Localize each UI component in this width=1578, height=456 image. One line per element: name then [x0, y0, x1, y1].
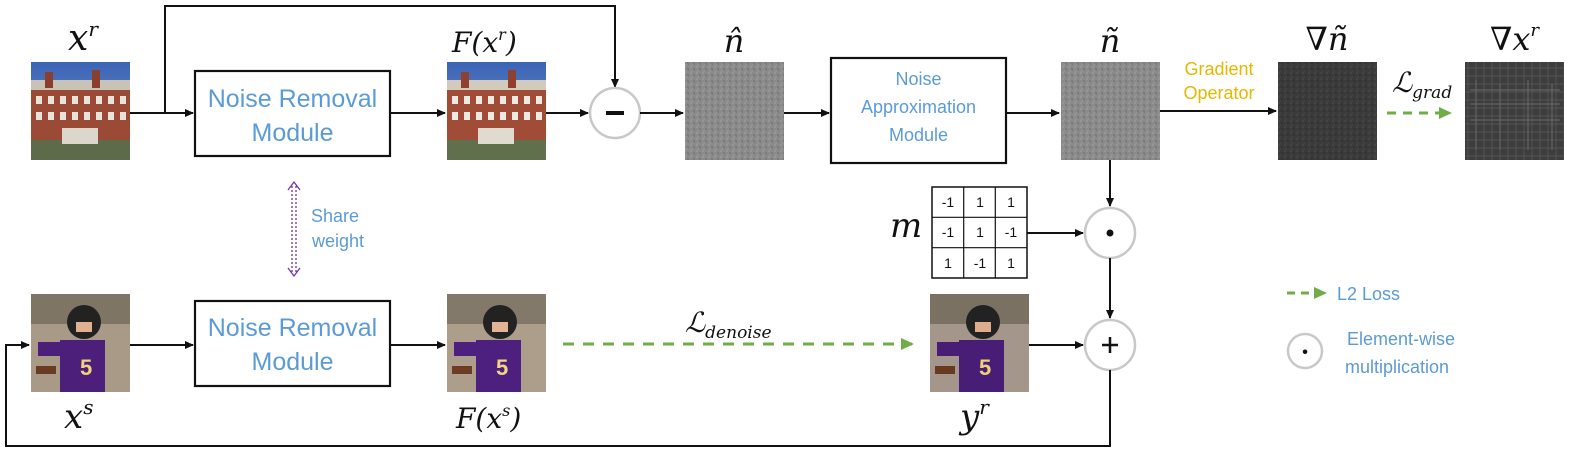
label-m: m	[890, 206, 922, 246]
mask-cell: -1	[974, 255, 987, 271]
svg-text:5: 5	[80, 355, 92, 380]
mask-cell: 1	[944, 255, 952, 271]
subtract-icon	[606, 111, 624, 115]
noise-removal-top-line2: Module	[252, 119, 334, 147]
gradient-operator-line1: Gradient	[1184, 59, 1253, 79]
noise-removal-module-bottom	[193, 299, 392, 388]
loss-denoise-label: ℒdenoise	[685, 306, 772, 343]
add-icon	[1102, 337, 1118, 353]
image-building-denoised	[447, 62, 546, 160]
image-grad-noise	[1278, 62, 1377, 160]
label-x-r: xr	[68, 17, 99, 59]
mask-cell: 1	[976, 194, 984, 210]
mask-cell: -1	[942, 194, 955, 210]
noise-removal-top-line1: Noise Removal	[208, 85, 378, 113]
label-n-hat: n̂	[724, 22, 745, 60]
gradient-operator-line2: Operator	[1183, 83, 1254, 103]
legend-multiply-circle	[1286, 332, 1324, 370]
legend-elementwise-line2: multiplication	[1345, 357, 1449, 377]
share-weight-arrowhead-up	[287, 181, 301, 191]
svg-text:5: 5	[979, 355, 991, 380]
image-football-noisy: 5	[930, 294, 1029, 392]
mask-cell: -1	[942, 224, 955, 240]
image-grad-building	[1465, 62, 1564, 160]
image-football-source: 5	[31, 294, 130, 392]
noise-approx-line2: Approximation	[861, 97, 976, 117]
mask-cell: -1	[1005, 224, 1018, 240]
multiply-icon	[1106, 229, 1114, 237]
label-n-tilde: ñ	[1100, 22, 1121, 60]
arrow-loop-add-to-xs	[5, 341, 1111, 447]
mask-cell: 1	[1007, 194, 1015, 210]
share-weight-line2: weight	[311, 231, 364, 251]
image-building-input	[31, 62, 130, 160]
label-F-x-s: F(xs)	[455, 401, 521, 435]
legend-elementwise-line1: Element-wise	[1347, 329, 1455, 349]
image-football-denoised: 5	[447, 294, 546, 392]
share-weight-arrowhead-down	[287, 267, 301, 277]
svg-text:5: 5	[496, 355, 508, 380]
label-x-s: xs	[64, 395, 93, 437]
legend-l2-loss: L2 Loss	[1337, 284, 1400, 304]
legend-multiply-icon: •	[1302, 344, 1308, 361]
noise-removal-module-top	[193, 69, 392, 158]
noise-removal-bottom-line1: Noise Removal	[208, 314, 378, 342]
mask-grid: -1 1 1 -1 1 -1 1 -1 1	[931, 186, 1028, 279]
noise-approx-line3: Module	[889, 125, 948, 145]
noise-approx-line1: Noise	[895, 69, 941, 89]
mask-cell: 1	[1007, 255, 1015, 271]
loss-grad-label: ℒgrad	[1392, 66, 1452, 103]
label-y-r: yr	[958, 395, 990, 437]
label-F-x-r: F(xr)	[451, 25, 517, 59]
noise-approximation-module	[829, 56, 1008, 165]
arrow-skip-to-subtract	[164, 5, 619, 113]
mask-cell: 1	[976, 224, 984, 240]
noise-removal-bottom-line2: Module	[252, 348, 334, 376]
image-noise-approx	[1061, 62, 1160, 160]
image-noise-residual	[685, 62, 784, 160]
label-grad-x-r: ∇xr	[1490, 20, 1540, 58]
share-weight-line1: Share	[311, 206, 359, 226]
label-grad-n-tilde: ∇ñ	[1306, 20, 1349, 58]
